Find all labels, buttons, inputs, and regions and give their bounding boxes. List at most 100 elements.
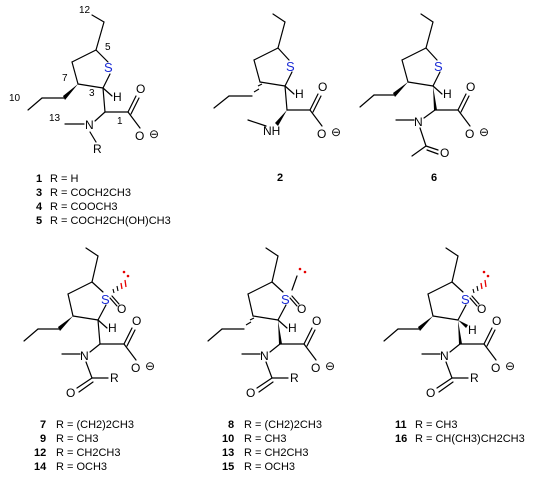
carbonyl-oxygen-label: O	[136, 82, 145, 96]
sulfoxide-oxygen-label: O	[297, 302, 306, 316]
compound-r-definition: R = CH3	[244, 433, 287, 445]
amide-oxygen-label: O	[246, 386, 255, 400]
compound-r-definition: R = OCH3	[56, 461, 107, 473]
amide-oxygen-label: O	[440, 146, 449, 160]
lone-pair-dot	[126, 274, 130, 278]
compound-number: 13	[222, 447, 234, 459]
compound-number: 3	[36, 187, 42, 199]
amide-oxygen-label: O	[66, 386, 75, 400]
atom-number-10: 10	[9, 93, 21, 104]
compound-r-definition: R = COOCH3	[50, 201, 118, 213]
nitrogen-label: N	[260, 349, 269, 363]
negative-charge-label: ⊖	[479, 125, 489, 139]
lone-pair-dot	[122, 270, 126, 274]
nitrogen-label: N	[440, 349, 449, 363]
carbonyl-oxygen-label: O	[318, 80, 327, 94]
compound-number-2: 2	[277, 172, 283, 184]
negative-charge-label: ⊖	[505, 359, 515, 373]
carboxylate-oxygen-label: O	[491, 361, 500, 375]
sulfur-atom-label: S	[281, 292, 290, 307]
structure-8-series	[207, 247, 317, 393]
compound-r-definition: R = (CH2)2CH3	[56, 419, 134, 431]
compound-number: 4	[36, 201, 43, 213]
carboxylate-oxygen-label: O	[135, 129, 144, 143]
compound-r-definition: R = CH2CH3	[244, 447, 309, 459]
lone-pair-dot	[486, 274, 490, 278]
atom-number-13: 13	[49, 113, 61, 124]
lone-pair-dot	[298, 267, 302, 271]
carbonyl-oxygen-label: O	[466, 80, 475, 94]
compound-r-definition: R = COCH2CH(OH)CH3	[50, 215, 171, 227]
compound-number: 11	[395, 419, 407, 431]
sulfur-atom-label: S	[286, 59, 295, 74]
structure-2	[213, 13, 323, 127]
compound-list-col1: 7 R = (CH2)2CH3 9 R = CH3 12 R = CH2CH3 …	[34, 419, 134, 473]
compound-r-definition: R = COCH2CH3	[50, 187, 131, 199]
lone-pair-dot	[482, 270, 486, 274]
carbonyl-oxygen-label: O	[132, 314, 141, 328]
nitrogen-label: N	[80, 349, 89, 363]
atom-number-1: 1	[117, 116, 123, 127]
atom-number-12: 12	[79, 5, 91, 16]
compound-r-definition: R = CH3	[415, 419, 458, 431]
structure-11-series	[383, 247, 497, 393]
structure-7-series	[23, 247, 137, 393]
compound-number: 8	[228, 419, 234, 431]
carboxylate-oxygen-label: O	[465, 127, 474, 141]
compound-number: 9	[40, 433, 46, 445]
carbonyl-oxygen-label: O	[492, 314, 501, 328]
nitrogen-label: N	[414, 115, 423, 129]
sulfur-atom-label: S	[461, 292, 470, 307]
carboxylate-oxygen-label: O	[311, 361, 320, 375]
compound-number: 12	[34, 447, 46, 459]
carboxylate-oxygen-label: O	[317, 127, 326, 141]
nitrogen-label: N	[85, 118, 94, 132]
r-group-label: R	[290, 371, 299, 385]
r-group-label: R	[110, 371, 119, 385]
r-group-label: R	[470, 371, 479, 385]
structure-1	[27, 14, 141, 143]
atom-number-7: 7	[62, 73, 68, 84]
compound-r-definition: R = (CH2)2CH3	[244, 419, 322, 431]
sulfoxide-oxygen-label: O	[117, 302, 126, 316]
lone-pair-dot	[303, 270, 307, 274]
negative-charge-label: ⊖	[331, 125, 341, 139]
structure-6	[359, 13, 471, 157]
sulfoxide-oxygen-label: O	[477, 302, 486, 316]
r-group-label: R	[93, 142, 102, 156]
hydrogen-label: H	[468, 323, 477, 337]
compound-r-definition: R = OCH3	[244, 461, 295, 473]
compound-list-col2: 8 R = (CH2)2CH3 10 R = CH3 13 R = CH2CH3…	[222, 419, 322, 473]
compound-r-definition: R = H	[50, 173, 78, 185]
negative-charge-label: ⊖	[145, 359, 155, 373]
negative-charge-label: ⊖	[149, 127, 159, 141]
compound-number: 10	[222, 433, 234, 445]
compound-number: 7	[40, 419, 46, 431]
sulfur-atom-label: S	[104, 60, 113, 75]
amine-nh-label: NH	[263, 124, 280, 138]
compound-list-top: 1 R = H 3 R = COCH2CH3 4 R = COOCH3 5 R …	[36, 173, 171, 227]
compound-r-definition: R = CH2CH3	[56, 447, 121, 459]
atom-number-5: 5	[105, 42, 111, 53]
atom-number-3: 3	[89, 88, 95, 99]
carboxylate-oxygen-label: O	[131, 361, 140, 375]
carbonyl-oxygen-label: O	[312, 314, 321, 328]
compound-number: 16	[395, 433, 407, 445]
hydrogen-label: H	[443, 87, 452, 101]
sulfur-atom-label: S	[101, 292, 110, 307]
compound-number: 15	[222, 461, 234, 473]
sulfur-atom-label: S	[434, 59, 443, 74]
hydrogen-label: H	[108, 321, 117, 335]
negative-charge-label: ⊖	[325, 359, 335, 373]
hydrogen-label: H	[113, 90, 122, 104]
compound-r-definition: R = CH(CH3)CH2CH3	[415, 433, 525, 445]
compound-number-6: 6	[431, 172, 437, 184]
compound-number: 1	[36, 173, 42, 185]
compound-r-definition: R = CH3	[56, 433, 99, 445]
compound-list-col3: 11 R = CH3 16 R = CH(CH3)CH2CH3	[395, 419, 525, 445]
compound-number: 5	[36, 215, 42, 227]
hydrogen-label: H	[295, 87, 304, 101]
hydrogen-label: H	[288, 321, 297, 335]
